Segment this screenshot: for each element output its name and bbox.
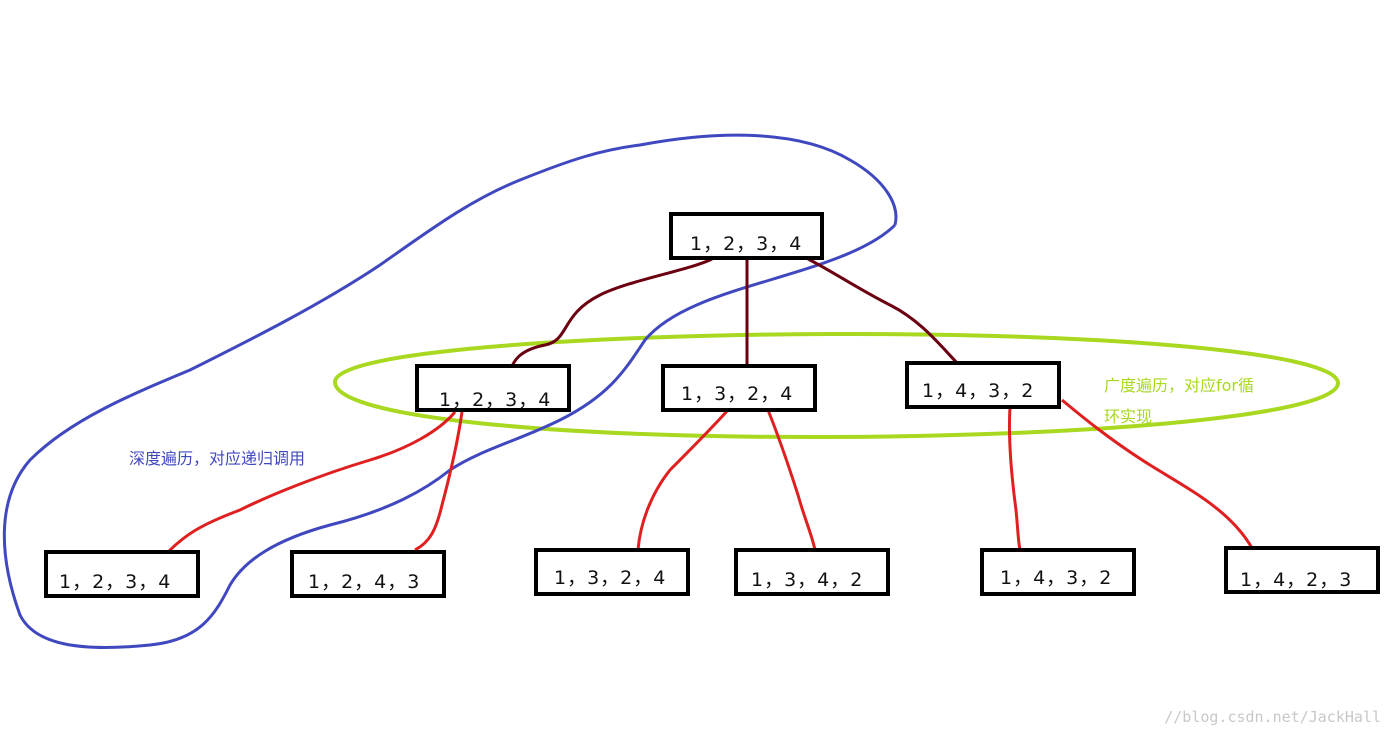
- node-l1-a-label: 1，2，3，4: [439, 389, 552, 411]
- node-l1-b: 1，3，2，4: [661, 364, 817, 412]
- edge-l1a-l2b: [414, 411, 464, 552]
- node-l1-c-label: 1，4，3，2: [922, 380, 1035, 402]
- node-l2-b-label: 1，2，4，3: [308, 571, 421, 593]
- edge-l1c-l2f: [1061, 398, 1254, 549]
- breadth-annotation-line1: 广度遍历，对应for循: [1104, 376, 1255, 395]
- edge-l1c-l2e: [1007, 406, 1022, 551]
- node-l1-b-label: 1，3，2，4: [681, 383, 794, 405]
- edge-root-l1a: [510, 257, 713, 367]
- node-l2-c-label: 1，3，2，4: [554, 567, 667, 589]
- edge-l1a-l2a: [166, 411, 457, 554]
- node-l2-d-label: 1，3，4，2: [751, 569, 864, 591]
- edge-root-l1c: [807, 257, 960, 366]
- node-l2-b: 1，2，4，3: [290, 550, 446, 598]
- node-l2-e-label: 1，4，3，2: [1000, 567, 1113, 589]
- node-l2-f-label: 1，4，2，3: [1240, 569, 1353, 591]
- breadth-ellipse: [332, 331, 1341, 440]
- node-l1-a: 1，2，3，4: [415, 364, 571, 412]
- edge-l1b-l2d: [766, 409, 817, 551]
- breadth-annotation-line2: 环实现: [1104, 407, 1153, 426]
- node-root: 1，2，3，4: [669, 212, 824, 260]
- node-l2-c: 1，3，2，4: [534, 548, 690, 596]
- node-l2-d: 1，3，4，2: [734, 548, 890, 596]
- depth-loop: [2, 133, 898, 649]
- edge-l1b-l2c: [636, 408, 730, 551]
- node-l2-f: 1，4，2，3: [1224, 546, 1380, 594]
- node-l2-a-label: 1，2，3，4: [59, 571, 172, 593]
- depth-annotation: 深度遍历，对应递归调用: [129, 449, 306, 468]
- node-l2-e: 1，4，3，2: [980, 548, 1136, 596]
- node-l1-c: 1，4，3，2: [905, 361, 1061, 409]
- watermark: //blog.csdn.net/JackHall: [1164, 708, 1381, 726]
- node-l2-a: 1，2，3，4: [44, 550, 200, 598]
- node-root-label: 1，2，3，4: [690, 233, 803, 255]
